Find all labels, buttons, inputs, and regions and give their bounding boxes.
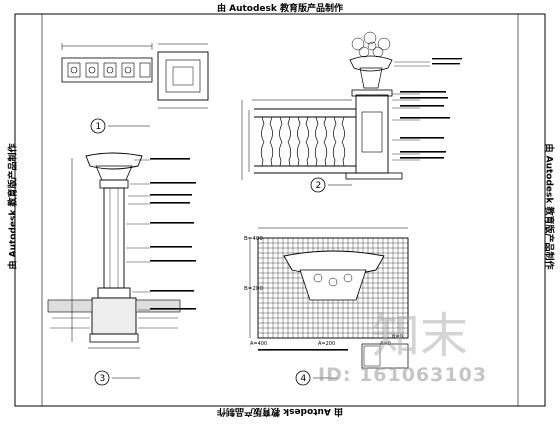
watermark-logo: 知末 (372, 308, 469, 364)
detail-3-pedestal (47, 152, 196, 386)
watermark-id: ID: 161063103 (318, 364, 488, 386)
grid-label-b0: B=0 (392, 334, 403, 340)
callout-4: 4 (301, 374, 307, 384)
autodesk-banner-bottom: 由 Autodesk 教育版产品制作 (217, 406, 344, 416)
baluster-5 (332, 116, 346, 167)
callout-3: 3 (100, 374, 106, 384)
grid-label-b200: B=200 (244, 286, 263, 292)
detail-4-grid: B=400 B=200 A=400 A=200 A=0 B=0 (244, 227, 409, 386)
detail-1-plan (61, 43, 209, 134)
autodesk-banner-right: 由 Autodesk 教育版产品制作 (543, 143, 554, 270)
inner-frame (41, 13, 519, 407)
grid-label-b400: B=400 (244, 236, 263, 242)
callout-2: 2 (316, 181, 322, 191)
baluster-3 (296, 116, 310, 167)
autodesk-banner-left: 由 Autodesk 教育版产品制作 (8, 143, 19, 270)
baluster-2 (278, 116, 292, 167)
detail-2-balustrade (241, 31, 462, 193)
autodesk-banner-top: 由 Autodesk 教育版产品制作 (216, 4, 343, 14)
callout-1: 1 (96, 122, 102, 132)
baluster-4 (314, 116, 328, 167)
grid-label-a200: A=200 (318, 341, 335, 347)
grid-label-a400: A=400 (250, 341, 267, 347)
baluster-1 (260, 116, 274, 167)
